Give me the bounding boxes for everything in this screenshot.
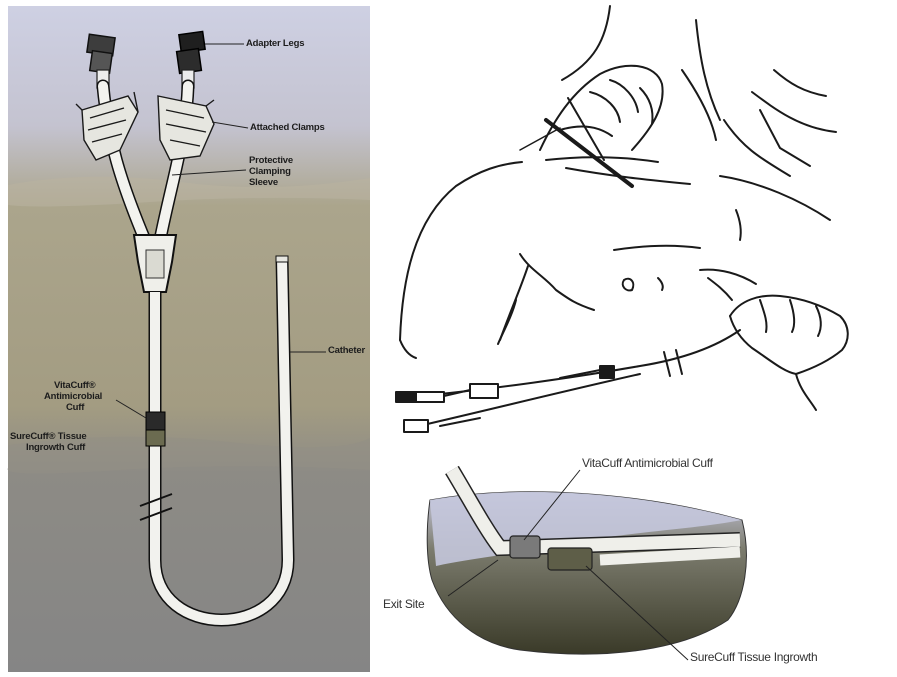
catheter-tip [276, 256, 288, 262]
label-vitacuff-line2: Antimicrobial [44, 392, 102, 402]
label-adapter-legs: Adapter Legs [246, 39, 304, 49]
tunneled-catheter [398, 330, 740, 398]
label-catheter: Catheter [328, 346, 365, 356]
shoulder-outline [400, 162, 522, 340]
label-vitacuff-detail: VitaCuff Antimicrobial Cuff [582, 456, 713, 470]
detail-surecuff [548, 548, 592, 570]
catheter-panel [8, 6, 371, 672]
insertion-sketch [396, 6, 848, 432]
lower-hand [730, 296, 848, 374]
needle [546, 120, 632, 186]
label-protective-line1: Protective [249, 156, 293, 166]
label-protective-line2: Clamping [249, 167, 291, 177]
exit-site-detail [427, 470, 746, 660]
label-surecuff-line2: Ingrowth Cuff [26, 443, 85, 453]
label-surecuff-detail: SureCuff Tissue Ingrowth [690, 650, 817, 664]
label-vitacuff-line3: Cuff [66, 403, 84, 413]
label-vitacuff-line1: VitaCuff® [54, 381, 95, 391]
label-exit-site: Exit Site [383, 597, 424, 611]
label-surecuff-line1: SureCuff® Tissue [10, 432, 86, 442]
neck-outline [562, 6, 610, 80]
upper-hand [540, 66, 663, 150]
chest-lines [520, 254, 594, 310]
label-attached-clamps: Attached Clamps [250, 123, 325, 133]
label-protective-line3: Sleeve [249, 178, 278, 188]
surecuff-cuff [146, 430, 165, 446]
vitacuff-cuff [146, 412, 165, 430]
